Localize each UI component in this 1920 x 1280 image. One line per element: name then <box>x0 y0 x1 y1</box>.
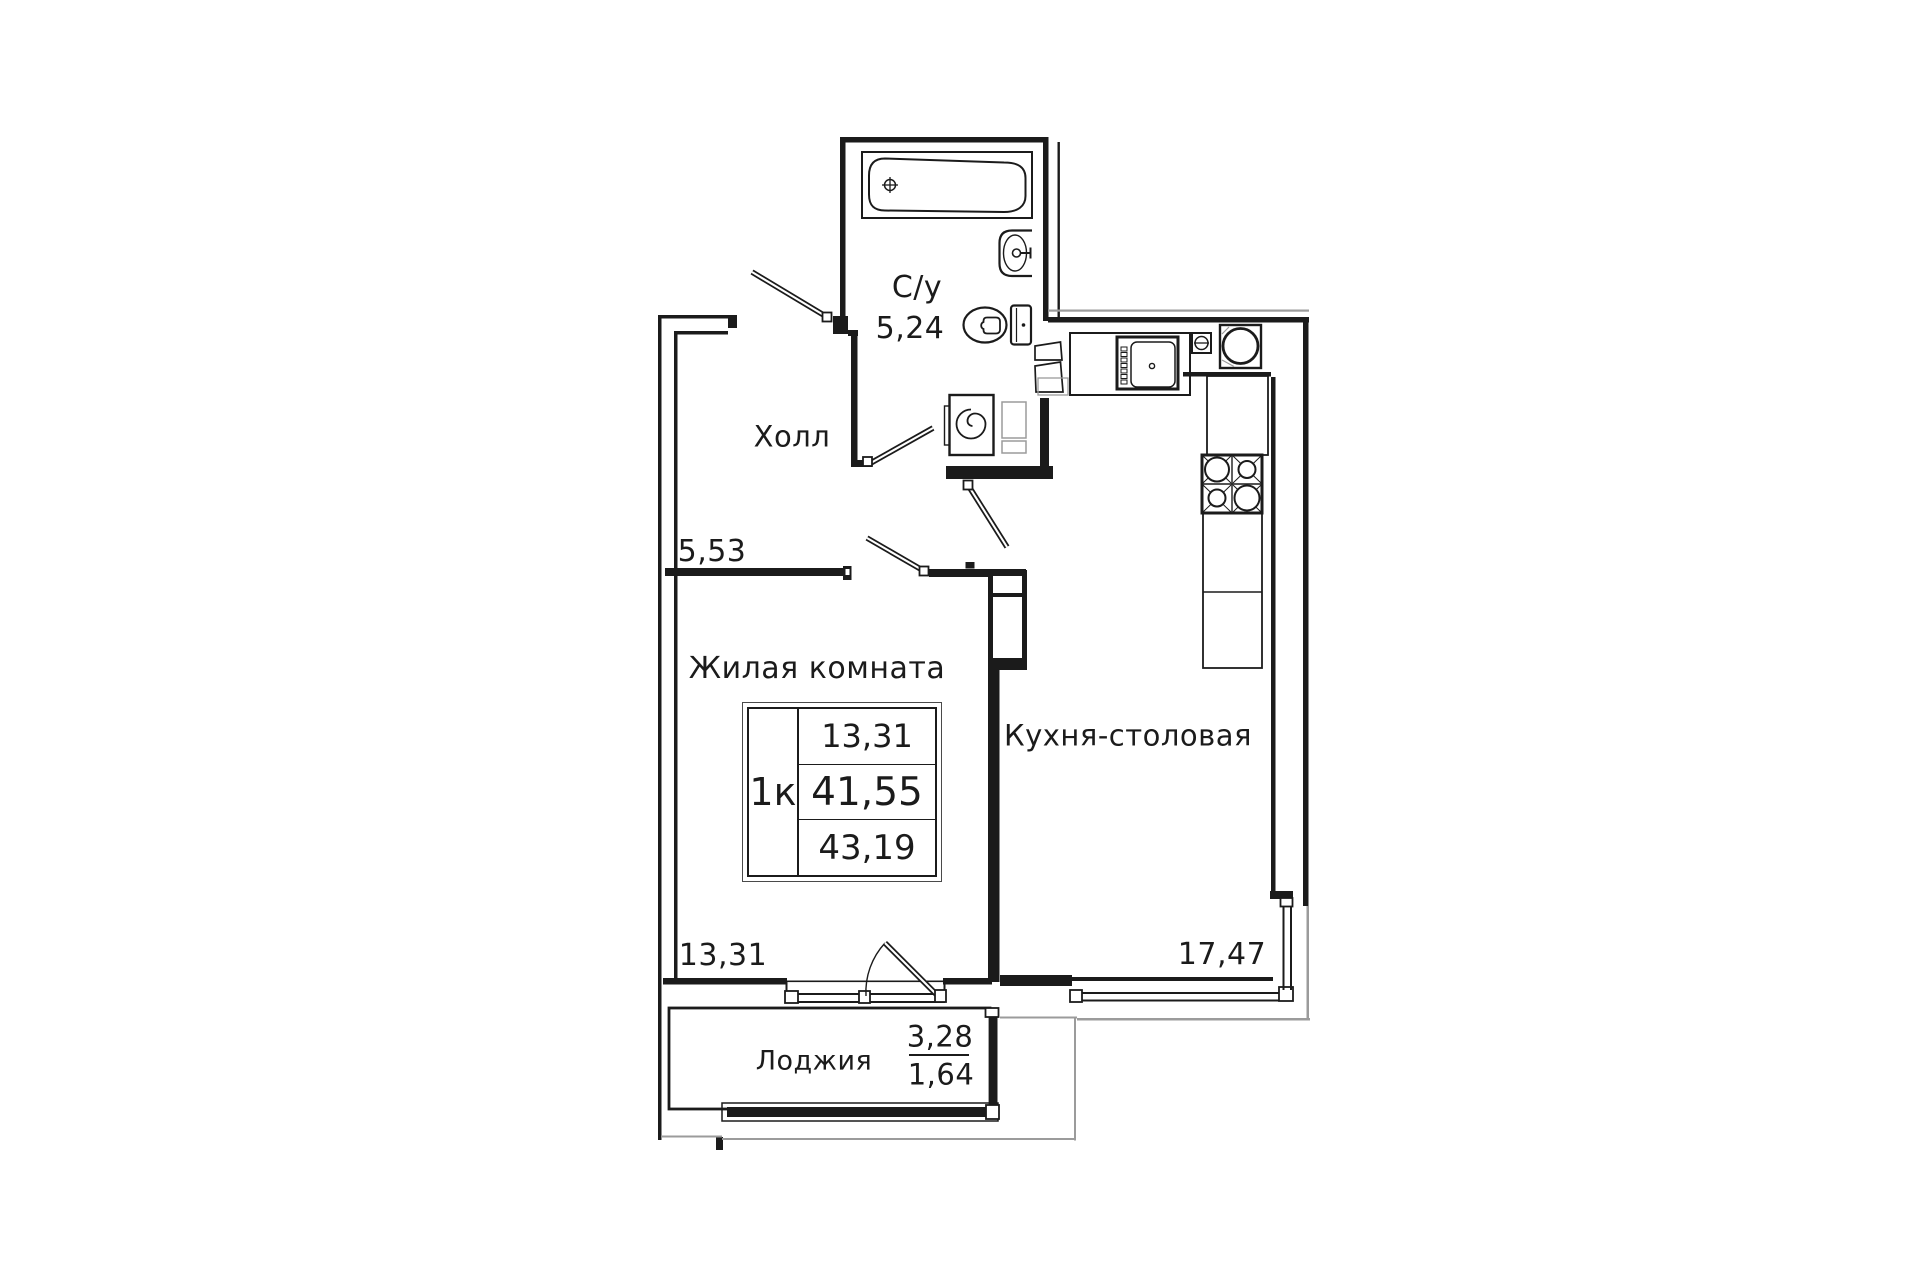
fixtures <box>861 151 1269 669</box>
kitchen-window-south <box>1069 986 1294 1003</box>
spec-living-area: 41,55 <box>799 763 935 820</box>
spec-total-area: 43,19 <box>799 819 935 875</box>
loggia-label: Лоджия <box>755 1045 873 1077</box>
washing-machine-icon <box>943 393 995 457</box>
entrance-door <box>750 269 833 323</box>
doors <box>750 269 1010 1003</box>
toilet-icon <box>962 304 1033 346</box>
balcony-door <box>865 941 947 1003</box>
bathroom-label: С/у <box>891 270 943 305</box>
living-room-area: 13,31 <box>678 938 768 973</box>
living-room-door <box>865 535 930 577</box>
apartment-spec-table: 1к 13,31 41,55 43,19 <box>747 707 937 877</box>
loggia-area-coef: 1,64 <box>907 1057 975 1092</box>
living-room-label: Жилая комната <box>688 651 946 686</box>
shelves-icon <box>1034 341 1069 396</box>
wardrobe-niche <box>988 570 1027 670</box>
bath-counter <box>1001 401 1027 454</box>
apartment-type: 1к <box>749 709 799 875</box>
hall-area: 5,53 <box>677 534 747 569</box>
loggia-fraction-line <box>909 1054 969 1057</box>
kitchen-door <box>962 479 1010 549</box>
kitchen-faucet-icon <box>1191 332 1212 354</box>
kitchen-area: 17,47 <box>1177 937 1267 972</box>
kitchen-window-east <box>1279 897 1294 990</box>
bathroom-door <box>862 425 935 467</box>
loggia-structure <box>667 1006 1000 1122</box>
spec-room-area: 13,31 <box>821 717 913 756</box>
loggia-railing <box>727 1107 988 1117</box>
walls <box>658 137 1310 1150</box>
bath-sink-icon <box>998 229 1032 278</box>
apartment-spec-box: 1к 13,31 41,55 43,19 <box>742 702 942 882</box>
stove-icon <box>1200 453 1264 515</box>
water-heater-icon <box>1218 323 1263 370</box>
loggia-area-full: 3,28 <box>906 1019 974 1054</box>
bathroom-area: 5,24 <box>875 311 945 346</box>
kitchen-label: Кухня-столовая <box>1004 718 1252 753</box>
hall-label: Холл <box>753 419 831 454</box>
bathtub-icon <box>861 151 1033 219</box>
kitchen-sink-icon <box>1115 335 1180 391</box>
